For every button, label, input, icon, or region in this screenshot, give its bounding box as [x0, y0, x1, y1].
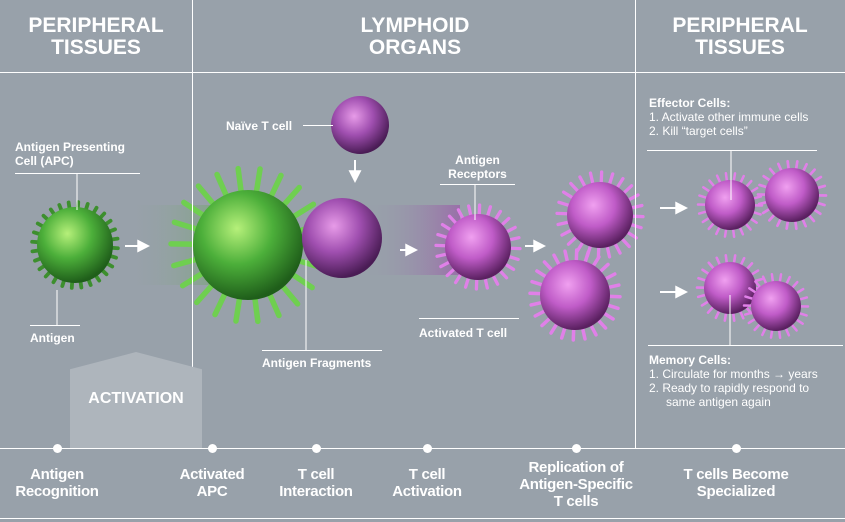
- timeline-dot: [208, 444, 217, 453]
- activated-t-cell: [434, 203, 522, 291]
- effector-cell: [696, 172, 764, 238]
- timeline-line: [0, 448, 845, 449]
- memory-cells-info: Memory Cells: 1. Circulate for months → …: [649, 353, 818, 409]
- antigen-fragments-label: Antigen Fragments: [262, 356, 372, 370]
- dividing-t-cell: [528, 248, 622, 342]
- bottom-rule: [0, 518, 845, 519]
- antigen-leader: [30, 325, 80, 326]
- effector-rule: [647, 150, 817, 151]
- memory-rule: [648, 345, 843, 346]
- apc-leader: [15, 173, 140, 174]
- arrow-icon: [675, 201, 688, 215]
- divider: [192, 0, 193, 448]
- arrow-icon: [348, 170, 362, 183]
- arrow-icon: [405, 243, 418, 257]
- receptors-leader: [440, 184, 515, 185]
- effector-cells-info: Effector Cells: 1. Activate other immune…: [649, 96, 809, 138]
- arrow-icon: [675, 285, 688, 299]
- header-rule: [0, 72, 845, 73]
- activation-label: ACTIVATION: [88, 390, 184, 407]
- activated-leader: [419, 318, 519, 319]
- apc-cell: [30, 200, 120, 290]
- timeline-dot: [732, 444, 741, 453]
- divider: [635, 0, 636, 448]
- arrow-icon: [533, 239, 546, 253]
- naive-leader: [303, 125, 333, 126]
- fragments-leader: [262, 350, 382, 351]
- timeline-dot: [423, 444, 432, 453]
- activated-apc-cell: [168, 165, 328, 325]
- activated-t-cell-label: Activated T cell: [419, 326, 508, 340]
- interacting-t-cell: [302, 198, 382, 278]
- timeline-dot: [53, 444, 62, 453]
- effector-cell: [756, 159, 828, 231]
- arrow-icon: [137, 239, 150, 253]
- timeline-dot: [572, 444, 581, 453]
- naive-t-cell-label: Naïve T cell: [226, 119, 293, 133]
- dividing-t-cell: [555, 170, 645, 260]
- timeline-dot: [312, 444, 321, 453]
- memory-cell: [742, 273, 810, 339]
- naive-t-cell: [331, 96, 389, 154]
- antigen-label: Antigen: [30, 331, 75, 345]
- activation-region: [70, 352, 202, 448]
